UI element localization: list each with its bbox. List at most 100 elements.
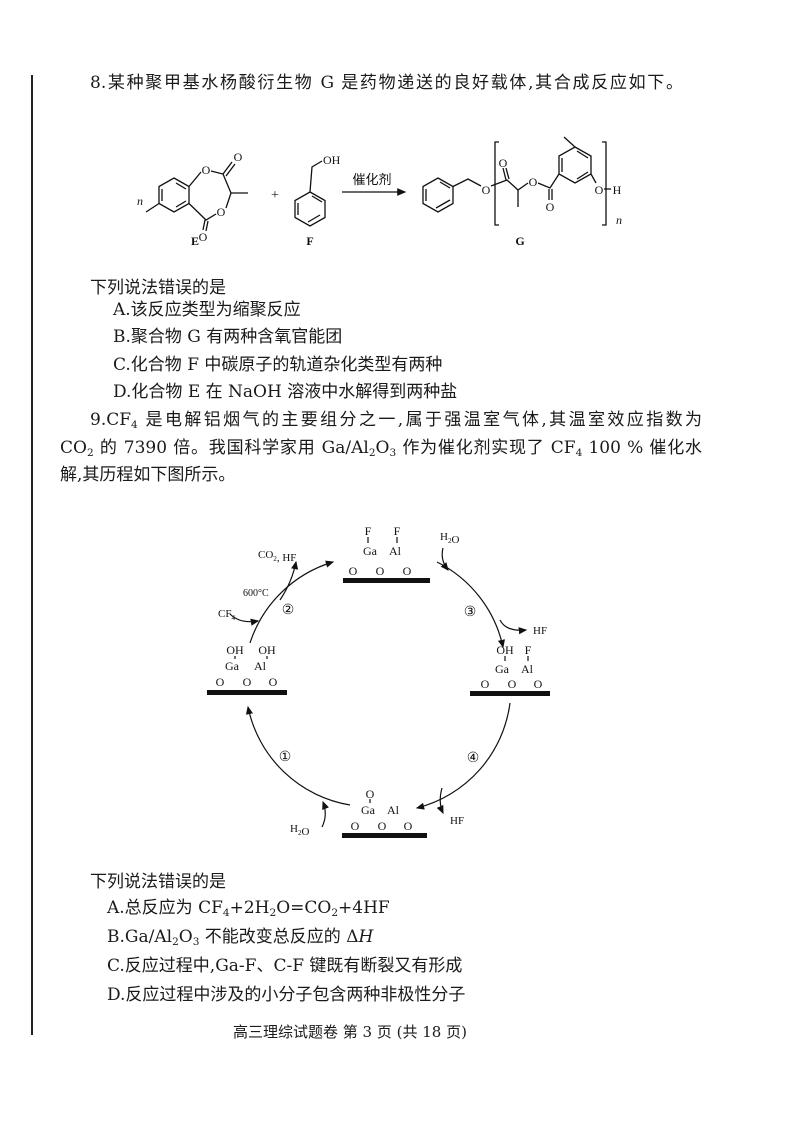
- hf-out-arrow-right: [499, 619, 528, 635]
- atom-label: Al: [254, 659, 267, 673]
- text-run: C.化合物 F 中碳原子的轨道杂化类型有两种: [113, 355, 443, 375]
- atom-label: O: [482, 183, 491, 197]
- support-surface: [470, 691, 550, 696]
- text-run: O=CO: [276, 898, 332, 918]
- atom-label: O: [378, 819, 387, 833]
- subscript: 2: [269, 907, 277, 920]
- subscript: 3: [192, 936, 200, 949]
- atom-label: O: [216, 675, 225, 689]
- text-run: D.化合物 E 在 NaOH 溶液中水解得到两种盐: [113, 382, 458, 402]
- subscript: 4: [231, 614, 235, 622]
- q9-stem-line-3: 解,其历程如下图所示。: [60, 464, 235, 486]
- text-run: CO: [60, 438, 87, 458]
- q9-stem-line-1: 9.CF4 是电解铝烟气的主要组分之一,属于强温室气体,其温室效应指数为: [90, 409, 702, 436]
- q9-option-c[interactable]: C.反应过程中,Ga-F、C-F 键既有断裂又有形成: [107, 955, 462, 977]
- atom-label: Ga: [225, 659, 240, 673]
- text-run: H: [440, 531, 448, 543]
- text-run: A.总反应为 CF: [107, 898, 223, 918]
- text-run: B.聚合物 G 有两种含氧官能团: [113, 327, 343, 347]
- text-run: CO: [258, 549, 273, 561]
- cf4-in-arrow: [229, 613, 260, 626]
- h2o-label-bottom: H2O: [290, 823, 310, 838]
- compound-f-structure: [294, 160, 326, 227]
- atom-label: O: [403, 564, 412, 578]
- atom-label: F: [365, 524, 372, 538]
- atom-label: O: [534, 677, 543, 691]
- subscript: 4: [575, 447, 583, 460]
- step-2-label: ②: [282, 603, 295, 618]
- subscript: 2: [273, 555, 277, 563]
- subscript: 3: [389, 447, 397, 460]
- atom-label: O: [499, 156, 508, 170]
- support-surface: [207, 690, 287, 695]
- text-run: 作为催化剂实现了 CF: [396, 438, 576, 458]
- text-run: O: [452, 534, 460, 546]
- label-f: F: [306, 234, 313, 248]
- atom-label: F: [525, 643, 532, 657]
- text-run: B.Ga/Al: [107, 927, 173, 947]
- cycle-arrow-step-4: [415, 702, 511, 810]
- cycle-arrow-step-2: [249, 560, 335, 644]
- text-run: +2H: [229, 898, 270, 918]
- catalytic-cycle-diagram: F F Ga Al O O O OH F Ga Al O O O O Ga Al…: [207, 524, 550, 838]
- atom-label: O: [349, 564, 358, 578]
- q9-option-a[interactable]: A.总反应为 CF4+2H2O=CO2+4HF: [107, 897, 390, 924]
- text-run: , HF: [277, 552, 297, 564]
- atom-label: O: [508, 677, 517, 691]
- label-g: G: [515, 234, 524, 248]
- atom-label: O: [234, 150, 243, 164]
- atom-label: OH: [323, 153, 341, 167]
- plus-sign: +: [271, 188, 279, 203]
- text-run: 8.某种聚甲基水杨酸衍生物 G 是药物递送的良好载体,其合成反应如下。: [90, 73, 683, 93]
- h2o-in-arrow-bottom: [321, 800, 329, 828]
- atom-label: O: [351, 819, 360, 833]
- atom-label: O: [366, 787, 375, 801]
- atom-label: OH: [226, 643, 244, 657]
- atom-label: OH: [496, 643, 514, 657]
- q8-option-d[interactable]: D.化合物 E 在 NaOH 溶液中水解得到两种盐: [113, 381, 457, 403]
- q9-option-b[interactable]: B.Ga/Al2O3 不能改变总反应的 ΔH: [107, 926, 373, 953]
- cf4-label: CF4: [218, 608, 235, 622]
- atom-label: Al: [521, 662, 534, 676]
- q8-prompt: 下列说法错误的是: [90, 278, 226, 298]
- atom-label: F: [394, 524, 401, 538]
- atom-label: O: [202, 163, 211, 177]
- repeat-n: n: [616, 213, 622, 227]
- atom-label: O: [199, 230, 208, 244]
- margin-rule: [31, 75, 33, 1035]
- text-run: CF: [218, 608, 231, 620]
- text-run: 解,其历程如下图所示。: [60, 465, 236, 485]
- text-run: HF: [533, 625, 547, 637]
- bracket-left: [494, 141, 499, 226]
- text-run: 9.CF: [90, 410, 132, 430]
- atom-label: O: [595, 183, 604, 197]
- label-e: E: [191, 234, 199, 248]
- text-run: O: [178, 927, 193, 947]
- text-run: HF: [450, 815, 464, 827]
- step-4-label: ④: [467, 751, 480, 766]
- atom-label: OH: [258, 643, 276, 657]
- q9-option-d[interactable]: D.反应过程中涉及的小分子包含两种非极性分子: [107, 984, 465, 1006]
- q8-option-b[interactable]: B.聚合物 G 有两种含氧官能团: [113, 326, 342, 348]
- q9-stem-line-2: CO2 的 7390 倍。我国科学家用 Ga/Al2O3 作为催化剂实现了 CF…: [60, 437, 702, 464]
- co2-hf-out-arrow: [279, 560, 299, 601]
- co2-hf-label: CO2, HF: [258, 549, 296, 564]
- page-footer: 高三理综试题卷 第 3 页 (共 18 页): [233, 1021, 467, 1043]
- subscript: 4: [222, 907, 230, 920]
- hf-out-arrow-bottom: [436, 787, 444, 815]
- step-3-label: ③: [464, 605, 477, 620]
- q8-stem: 8.某种聚甲基水杨酸衍生物 G 是药物递送的良好载体,其合成反应如下。: [90, 72, 683, 94]
- atom-label: Ga: [363, 544, 378, 558]
- text-run: 的 7390 倍。我国科学家用 Ga/Al: [93, 438, 369, 458]
- bracket-right: [602, 141, 607, 226]
- subscript: 2: [86, 447, 94, 460]
- atom-label: O: [529, 175, 538, 189]
- compound-g-structure: [422, 136, 611, 226]
- text-run: 高三理综试题卷 第 3 页 (共 18 页): [233, 1023, 467, 1041]
- subscript: 4: [131, 419, 138, 432]
- q8-option-c[interactable]: C.化合物 F 中碳原子的轨道杂化类型有两种: [113, 354, 442, 376]
- q8-option-a[interactable]: A.该反应类型为缩聚反应: [113, 299, 301, 321]
- atom-label: O: [217, 205, 226, 219]
- cycle-arrow-step-1: [245, 705, 351, 806]
- atom-label: H: [613, 183, 622, 197]
